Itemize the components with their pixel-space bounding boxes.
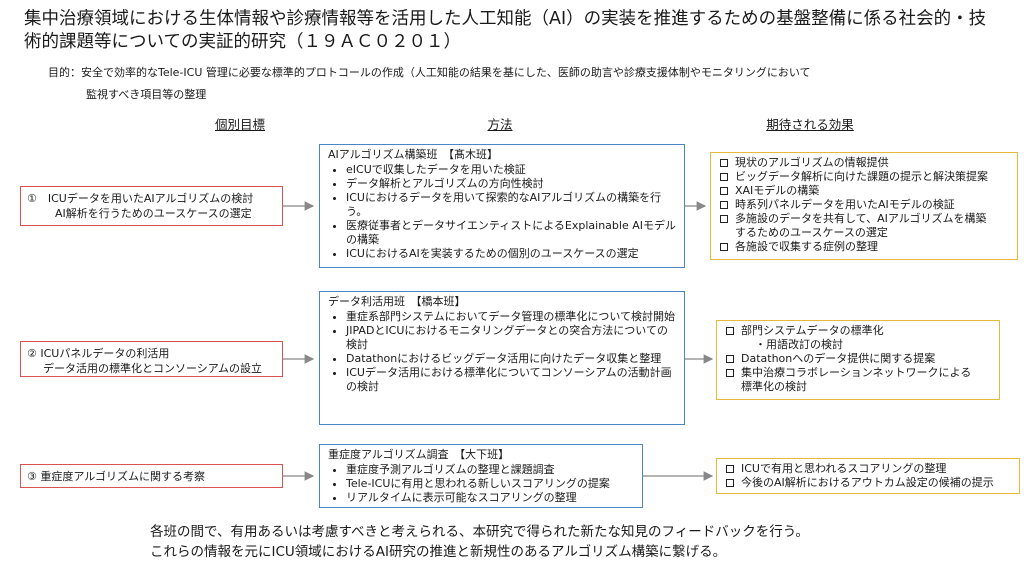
method-2-item: 重症系部門システムにおいてデータ管理の標準化について検討開始 [346,310,676,324]
footer-line-2: これらの情報を元にICU領域におけるAI研究の推進と新規性のあるアルゴリズム構築… [150,544,727,560]
goal-box-2: ② ICUパネルデータの利活用 データ活用の標準化とコンソーシアムの設立 [20,341,283,377]
effect-2-item: Datathonへのデータ提供に関する提案 [725,352,991,366]
method-2-item: JIPADとICUにおけるモニタリングデータとの突合方法についての検討 [346,324,676,352]
method-1-item: 医療従事者とデータサイエンティストによるExplainable AIモデルの構築 [346,219,676,247]
effect-2-item: 部門システムデータの標準化 [725,324,991,338]
title-line-1: 集中治療領域における生体情報や診療情報等を活用した人工知能（AI）の実装を推進す… [24,9,987,29]
effect-1-continuation: するためのユースケースの選定 [735,226,888,239]
footer-line-1: 各班の間で、有用あるいは考慮すべきと考えられる、本研究で得られた新たな知見のフィ… [150,524,809,540]
footer-note: 各班の間で、有用あるいは考慮すべきと考えられる、本研究で得られた新たな知見のフィ… [150,522,1010,562]
effect-1-item: 各施設で収集する症例の整理 [719,240,1009,254]
purpose-statement: 目的：安全で効率的なTele-ICU 管理に必要な標準的プロトコールの作成（人工… [48,62,1008,106]
method-1-item: データ解析とアルゴリズムの方向性検討 [346,177,676,191]
header-methods: 方法 [487,117,513,132]
method-1-list: eICUで収集したデータを用いた検証 データ解析とアルゴリズムの方向性検討 IC… [328,163,676,261]
goal-3-line-1: ③ 重症度アルゴリズムに関する考察 [27,470,206,483]
goal-2-line-2: データ活用の標準化とコンソーシアムの設立 [43,362,263,375]
effect-2-continuation: 標準化の検討 [741,380,807,393]
effect-1-item: 現状のアルゴリズムの情報提供 [719,156,1009,170]
method-1-title: AIアルゴリズム構築班 【髙木班】 [328,148,498,161]
method-3-item: リアルタイムに表示可能なスコアリングの整理 [346,491,634,505]
page-title: 集中治療領域における生体情報や診療情報等を活用した人工知能（AI）の実装を推進す… [24,8,1004,54]
effect-1-item: XAIモデルの構築 [719,184,1009,198]
title-line-2: 術的課題等についての実証的研究（１９ＡＣ０２０１） [24,32,461,52]
method-3-item: 重症度予測アルゴリズムの整理と課題調査 [346,463,634,477]
goal-box-3: ③ 重症度アルゴリズムに関する考察 [20,464,283,488]
purpose-line-2: 監視すべき項目等の整理 [86,88,207,101]
effect-3-item: ICUで有用と思われるスコアリングの整理 [725,462,1011,476]
method-box-3: 重症度アルゴリズム調査 【大下班】 重症度予測アルゴリズムの整理と課題調査 Te… [319,444,643,508]
goal-1-line-1: ① ICUデータを用いたAIアルゴリズムの検討 [27,192,254,205]
effect-1-item: 多施設のデータを共有して、AIアルゴリズムを構築 [719,212,1009,226]
header-effects: 期待される効果 [766,117,854,132]
method-1-item: ICUにおけるデータを用いて探索的なAIアルゴリズムの構築を行う。 [346,191,676,219]
goal-box-1: ① ICUデータを用いたAIアルゴリズムの検討 AI解析を行うためのユースケース… [20,186,283,226]
method-2-item: ICUデータ活用における標準化についてコンソーシアムの活動計画の検討 [346,366,676,394]
header-goals: 個別目標 [214,117,265,132]
method-3-item: Tele-ICUに有用と思われる新しいスコアリングの提案 [346,477,634,491]
method-2-list: 重症系部門システムにおいてデータ管理の標準化について検討開始 JIPADとICU… [328,310,676,394]
method-box-1: AIアルゴリズム構築班 【髙木班】 eICUで収集したデータを用いた検証 データ… [319,144,685,268]
method-1-item: eICUで収集したデータを用いた検証 [346,163,676,177]
method-box-2: データ利活用班 【橋本班】 重症系部門システムにおいてデータ管理の標準化について… [319,291,685,425]
method-1-item: ICUにおけるAIを実装するための個別のユースケースの選定 [346,247,676,261]
purpose-line-1: 目的：安全で効率的なTele-ICU 管理に必要な標準的プロトコールの作成（人工… [48,66,811,79]
effect-2-item: 集中治療コラボレーションネットワークによる [725,366,991,380]
effect-2-subitem: ・用語改訂の検討 [755,338,843,351]
effect-box-1: 現状のアルゴリズムの情報提供 ビッグデータ解析に向けた課題の提示と解決策提案 X… [710,152,1018,260]
method-2-item: Datathonにおけるビッグデータ活用に向けたデータ収集と整理 [346,352,676,366]
goal-1-line-2: AI解析を行うためのユースケースの選定 [55,207,252,220]
effect-1-item: ビッグデータ解析に向けた課題の提示と解決策提案 [719,170,1009,184]
effect-box-2: 部門システムデータの標準化 ・用語改訂の検討 Datathonへのデータ提供に関… [716,320,1000,400]
method-2-title: データ利活用班 【橋本班】 [328,295,466,308]
method-3-list: 重症度予測アルゴリズムの整理と課題調査 Tele-ICUに有用と思われる新しいス… [328,463,634,505]
goal-2-line-1: ② ICUパネルデータの利活用 [27,347,170,360]
effect-1-item: 時系列パネルデータを用いたAIモデルの検証 [719,198,1009,212]
method-3-title: 重症度アルゴリズム調査 【大下班】 [328,448,510,461]
effect-3-item: 今後のAI解析におけるアウトカム設定の候補の提示 [725,476,1011,490]
effect-box-3: ICUで有用と思われるスコアリングの整理 今後のAI解析におけるアウトカム設定の… [716,458,1020,494]
